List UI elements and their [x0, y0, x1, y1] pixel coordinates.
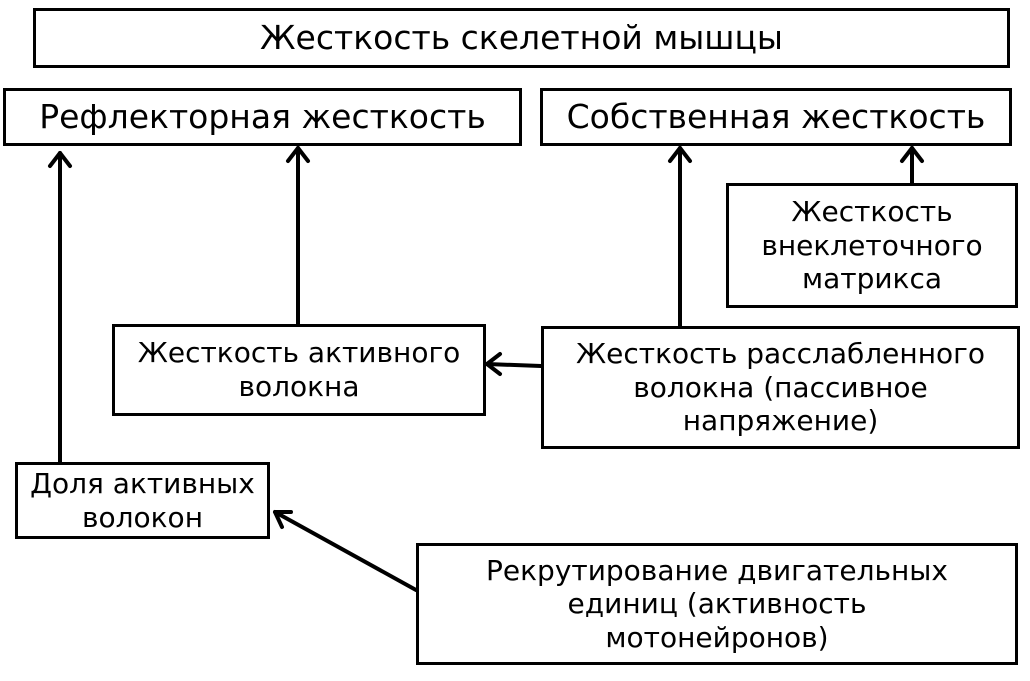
motor-unit-recruitment-line-3: мотонейронов)	[605, 620, 829, 654]
ecm-stiffness-box: Жесткость внеклеточного матрикса	[726, 183, 1018, 308]
ecm-stiffness-line-3: матрикса	[801, 262, 943, 296]
diagram-title: Жесткость скелетной мышцы	[259, 18, 783, 58]
ecm-stiffness-line-1: Жесткость	[791, 195, 953, 229]
arrow-active-fiber-to-reflex	[286, 146, 310, 326]
reflex-stiffness-box: Рефлекторная жесткость	[3, 88, 522, 146]
arrow-recruitment-to-active-fraction	[273, 510, 418, 592]
ecm-stiffness-line-2: внеклеточного	[761, 228, 983, 262]
motor-unit-recruitment-line-1: Рекрутирование двигательных	[486, 553, 948, 587]
motor-unit-recruitment-box: Рекрутирование двигательных единиц (акти…	[416, 543, 1018, 665]
reflex-stiffness-label: Рефлекторная жесткость	[39, 97, 486, 137]
active-fraction-box: Доля активных волокон	[15, 462, 270, 539]
relaxed-fiber-stiffness-line-1: Жесткость расслабленного	[576, 337, 985, 371]
motor-unit-recruitment-line-2: единиц (активность	[567, 587, 867, 621]
arrow-relaxed-to-active-fiber	[485, 352, 543, 376]
diagram-title-box: Жесткость скелетной мышцы	[33, 8, 1010, 68]
active-fiber-stiffness-box: Жесткость активного волокна	[112, 324, 486, 416]
relaxed-fiber-stiffness-box: Жесткость расслабленного волокна (пассив…	[541, 326, 1020, 449]
intrinsic-stiffness-box: Собственная жесткость	[540, 88, 1012, 146]
active-fraction-line-1: Доля активных	[30, 466, 255, 500]
active-fiber-stiffness-line-2: волокна	[238, 370, 360, 403]
arrow-ecm-to-intrinsic	[900, 146, 924, 185]
active-fraction-line-2: волокон	[81, 500, 203, 534]
relaxed-fiber-stiffness-line-2: волокна (пассивное	[633, 370, 928, 404]
active-fiber-stiffness-line-1: Жесткость активного	[137, 336, 461, 370]
relaxed-fiber-stiffness-line-3: напряжение)	[682, 404, 879, 438]
intrinsic-stiffness-label: Собственная жесткость	[566, 97, 986, 137]
arrow-active-fraction-to-reflex	[48, 151, 72, 464]
arrow-relaxed-fiber-to-intrinsic	[668, 146, 692, 328]
